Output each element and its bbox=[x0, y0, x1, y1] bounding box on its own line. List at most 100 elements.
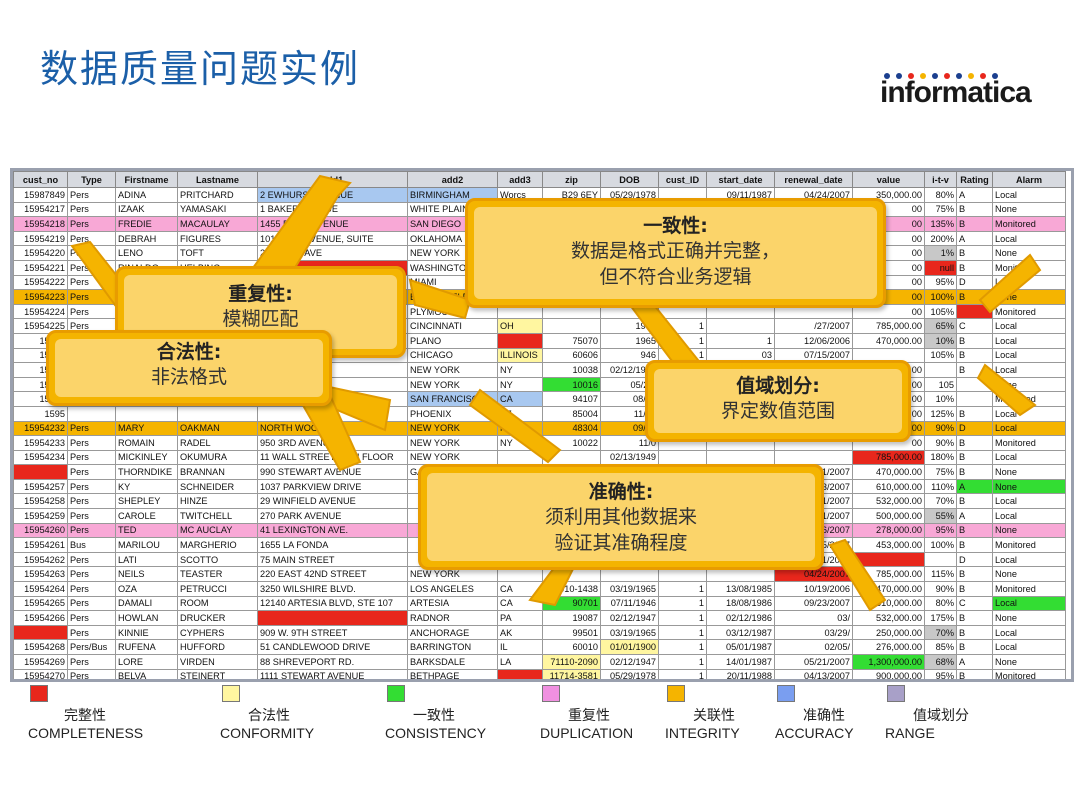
table-cell-i-t-v: 90% bbox=[924, 581, 957, 597]
table-cell-add3: NY bbox=[497, 420, 543, 437]
legend-swatch bbox=[887, 685, 905, 702]
table-cell-renewal-date: 04/13/2007 bbox=[774, 668, 853, 679]
table-cell-cust-no: 15954218 bbox=[13, 216, 68, 232]
table-cell-firstname: KY bbox=[115, 478, 178, 495]
table-cell-firstname: SHEPLEY bbox=[115, 493, 178, 510]
table-cell-lastname: PETRUCCI bbox=[177, 581, 258, 597]
table-cell-add1: 1455 FIRST AVENUE bbox=[257, 216, 408, 232]
table-cell-add2: ANCHORAGE bbox=[407, 624, 498, 641]
table-cell-cust-no: 15954268 bbox=[13, 639, 68, 655]
table-cell-start-date: 02/12/1986 bbox=[706, 610, 775, 626]
table-cell-i-t-v: 105 bbox=[924, 376, 957, 393]
table-cell-rating: B bbox=[956, 245, 993, 261]
table-cell-renewal-date: 10/19/2006 bbox=[774, 581, 853, 597]
table-cell-start-date: 13/08/1985 bbox=[706, 581, 775, 597]
table-cell-i-t-v: 115% bbox=[924, 566, 957, 583]
table-cell-rating: B bbox=[956, 624, 993, 641]
table-cell-start-date: 1 bbox=[706, 332, 775, 349]
table-cell-dob: 03/19/1965 bbox=[600, 581, 659, 597]
table-cell-zip: 85004 bbox=[542, 405, 601, 422]
duplication-body: 模糊匹配 bbox=[222, 308, 299, 330]
table-cell-zip: 60010 bbox=[542, 639, 601, 655]
table-cell-lastname: DRUCKER bbox=[177, 610, 258, 626]
table-cell-firstname: LENO bbox=[115, 245, 178, 261]
slide-title: 数据质量问题实例 bbox=[40, 47, 361, 91]
table-cell-type: Pers/Bus bbox=[67, 639, 116, 655]
table-cell-lastname: TOFT bbox=[177, 245, 258, 261]
table-cell-lastname: OKUMURA bbox=[177, 449, 258, 466]
table-cell-rating bbox=[956, 376, 993, 393]
table-cell-rating bbox=[956, 391, 993, 407]
informatica-logo: informatica bbox=[880, 76, 1032, 109]
table-cell-type: Pers bbox=[67, 216, 116, 232]
table-cell-cust-no: 15954220 bbox=[13, 245, 68, 261]
table-cell-type: Pers bbox=[67, 566, 116, 583]
table-cell-alarm: Local bbox=[992, 347, 1066, 364]
table-cell-firstname: FREDIE bbox=[115, 216, 178, 232]
table-cell-alarm: Local bbox=[992, 187, 1066, 203]
table-cell-add3: LA bbox=[497, 654, 543, 670]
table-cell-alarm: Monitored bbox=[992, 435, 1066, 451]
table-cell-add1: 29 WINFIELD AVENUE bbox=[257, 493, 408, 510]
table-cell-add2: PLANO bbox=[407, 332, 498, 349]
table-cell-value: 453,000.00 bbox=[852, 537, 925, 553]
table-cell-lastname: SCOTTO bbox=[177, 551, 258, 568]
table-cell-type: Pers bbox=[67, 610, 116, 626]
conformity-callout: 合法性: 非法格式 bbox=[46, 330, 332, 406]
legend-label-en: CONFORMITY bbox=[220, 725, 315, 741]
legend-label-zh: 关联性 bbox=[693, 708, 735, 724]
table-cell-firstname: THORNDIKE bbox=[115, 464, 178, 480]
table-cell-add1: 2 EWHURST AVENUE bbox=[257, 187, 408, 203]
table-cell-add3: OH bbox=[497, 318, 543, 334]
table-cell-rating: D bbox=[956, 551, 993, 568]
table-cell-lastname: TWITCHELL bbox=[177, 508, 258, 524]
table-cell-cust-no: 15954258 bbox=[13, 493, 68, 510]
table-cell-add2: PHOENIX bbox=[407, 405, 498, 422]
table-cell-add2: BETHPAGE bbox=[407, 668, 498, 679]
table-cell-i-t-v: 75% bbox=[924, 201, 957, 218]
table-cell-lastname: RADEL bbox=[177, 435, 258, 451]
table-cell-renewal-date: 12/06/2006 bbox=[774, 332, 853, 349]
table-cell-rating: B bbox=[956, 566, 993, 583]
table-cell-zip: 60606 bbox=[542, 347, 601, 364]
table-cell-type: Pers bbox=[67, 187, 116, 203]
table-cell-type bbox=[67, 405, 116, 422]
table-cell-i-t-v: 10% bbox=[924, 332, 957, 349]
table-cell-value: 470,000.00 bbox=[852, 464, 925, 480]
table-cell-cust-no bbox=[13, 624, 68, 641]
table-cell-cust-id: 1 bbox=[658, 624, 707, 641]
table-cell-firstname: MARILOU bbox=[115, 537, 178, 553]
table-cell-rating: B bbox=[956, 435, 993, 451]
table-cell-renewal-date: 03/29/ bbox=[774, 624, 853, 641]
table-cell-lastname bbox=[177, 405, 258, 422]
table-cell-cust-no: 15954257 bbox=[13, 478, 68, 495]
table-cell-rating: A bbox=[956, 187, 993, 203]
table-cell-add1: 909 W. 9TH STREET bbox=[257, 624, 408, 641]
legend-swatch bbox=[667, 685, 685, 702]
column-header-i-t-v: i-t-v bbox=[924, 171, 957, 188]
table-cell-rating: B bbox=[956, 362, 993, 378]
table-cell-value: 250,000.00 bbox=[852, 624, 925, 641]
column-header-cust-no: cust_no bbox=[13, 171, 68, 188]
table-cell-i-t-v: 80% bbox=[924, 595, 957, 612]
table-cell-renewal-date: 03/ bbox=[774, 610, 853, 626]
table-cell-type: Pers bbox=[67, 259, 116, 276]
range-title: 值域划分: bbox=[736, 375, 820, 397]
table-cell-i-t-v: 70% bbox=[924, 493, 957, 510]
table-cell-zip: 90010-1438 bbox=[542, 581, 601, 597]
table-cell-lastname: MACAULAY bbox=[177, 216, 258, 232]
table-cell-rating: B bbox=[956, 639, 993, 655]
table-cell-value: 785,000.00 bbox=[852, 566, 925, 583]
table-cell-add1: 1 BAKER AVENUE bbox=[257, 201, 408, 218]
table-cell-zip: 10022 bbox=[542, 435, 601, 451]
legend-label-en: INTEGRITY bbox=[665, 725, 740, 741]
table-cell-add2: NEW YORK bbox=[407, 362, 498, 378]
table-cell-firstname: DEBRAH bbox=[115, 230, 178, 247]
conformity-body: 非法格式 bbox=[150, 366, 227, 388]
